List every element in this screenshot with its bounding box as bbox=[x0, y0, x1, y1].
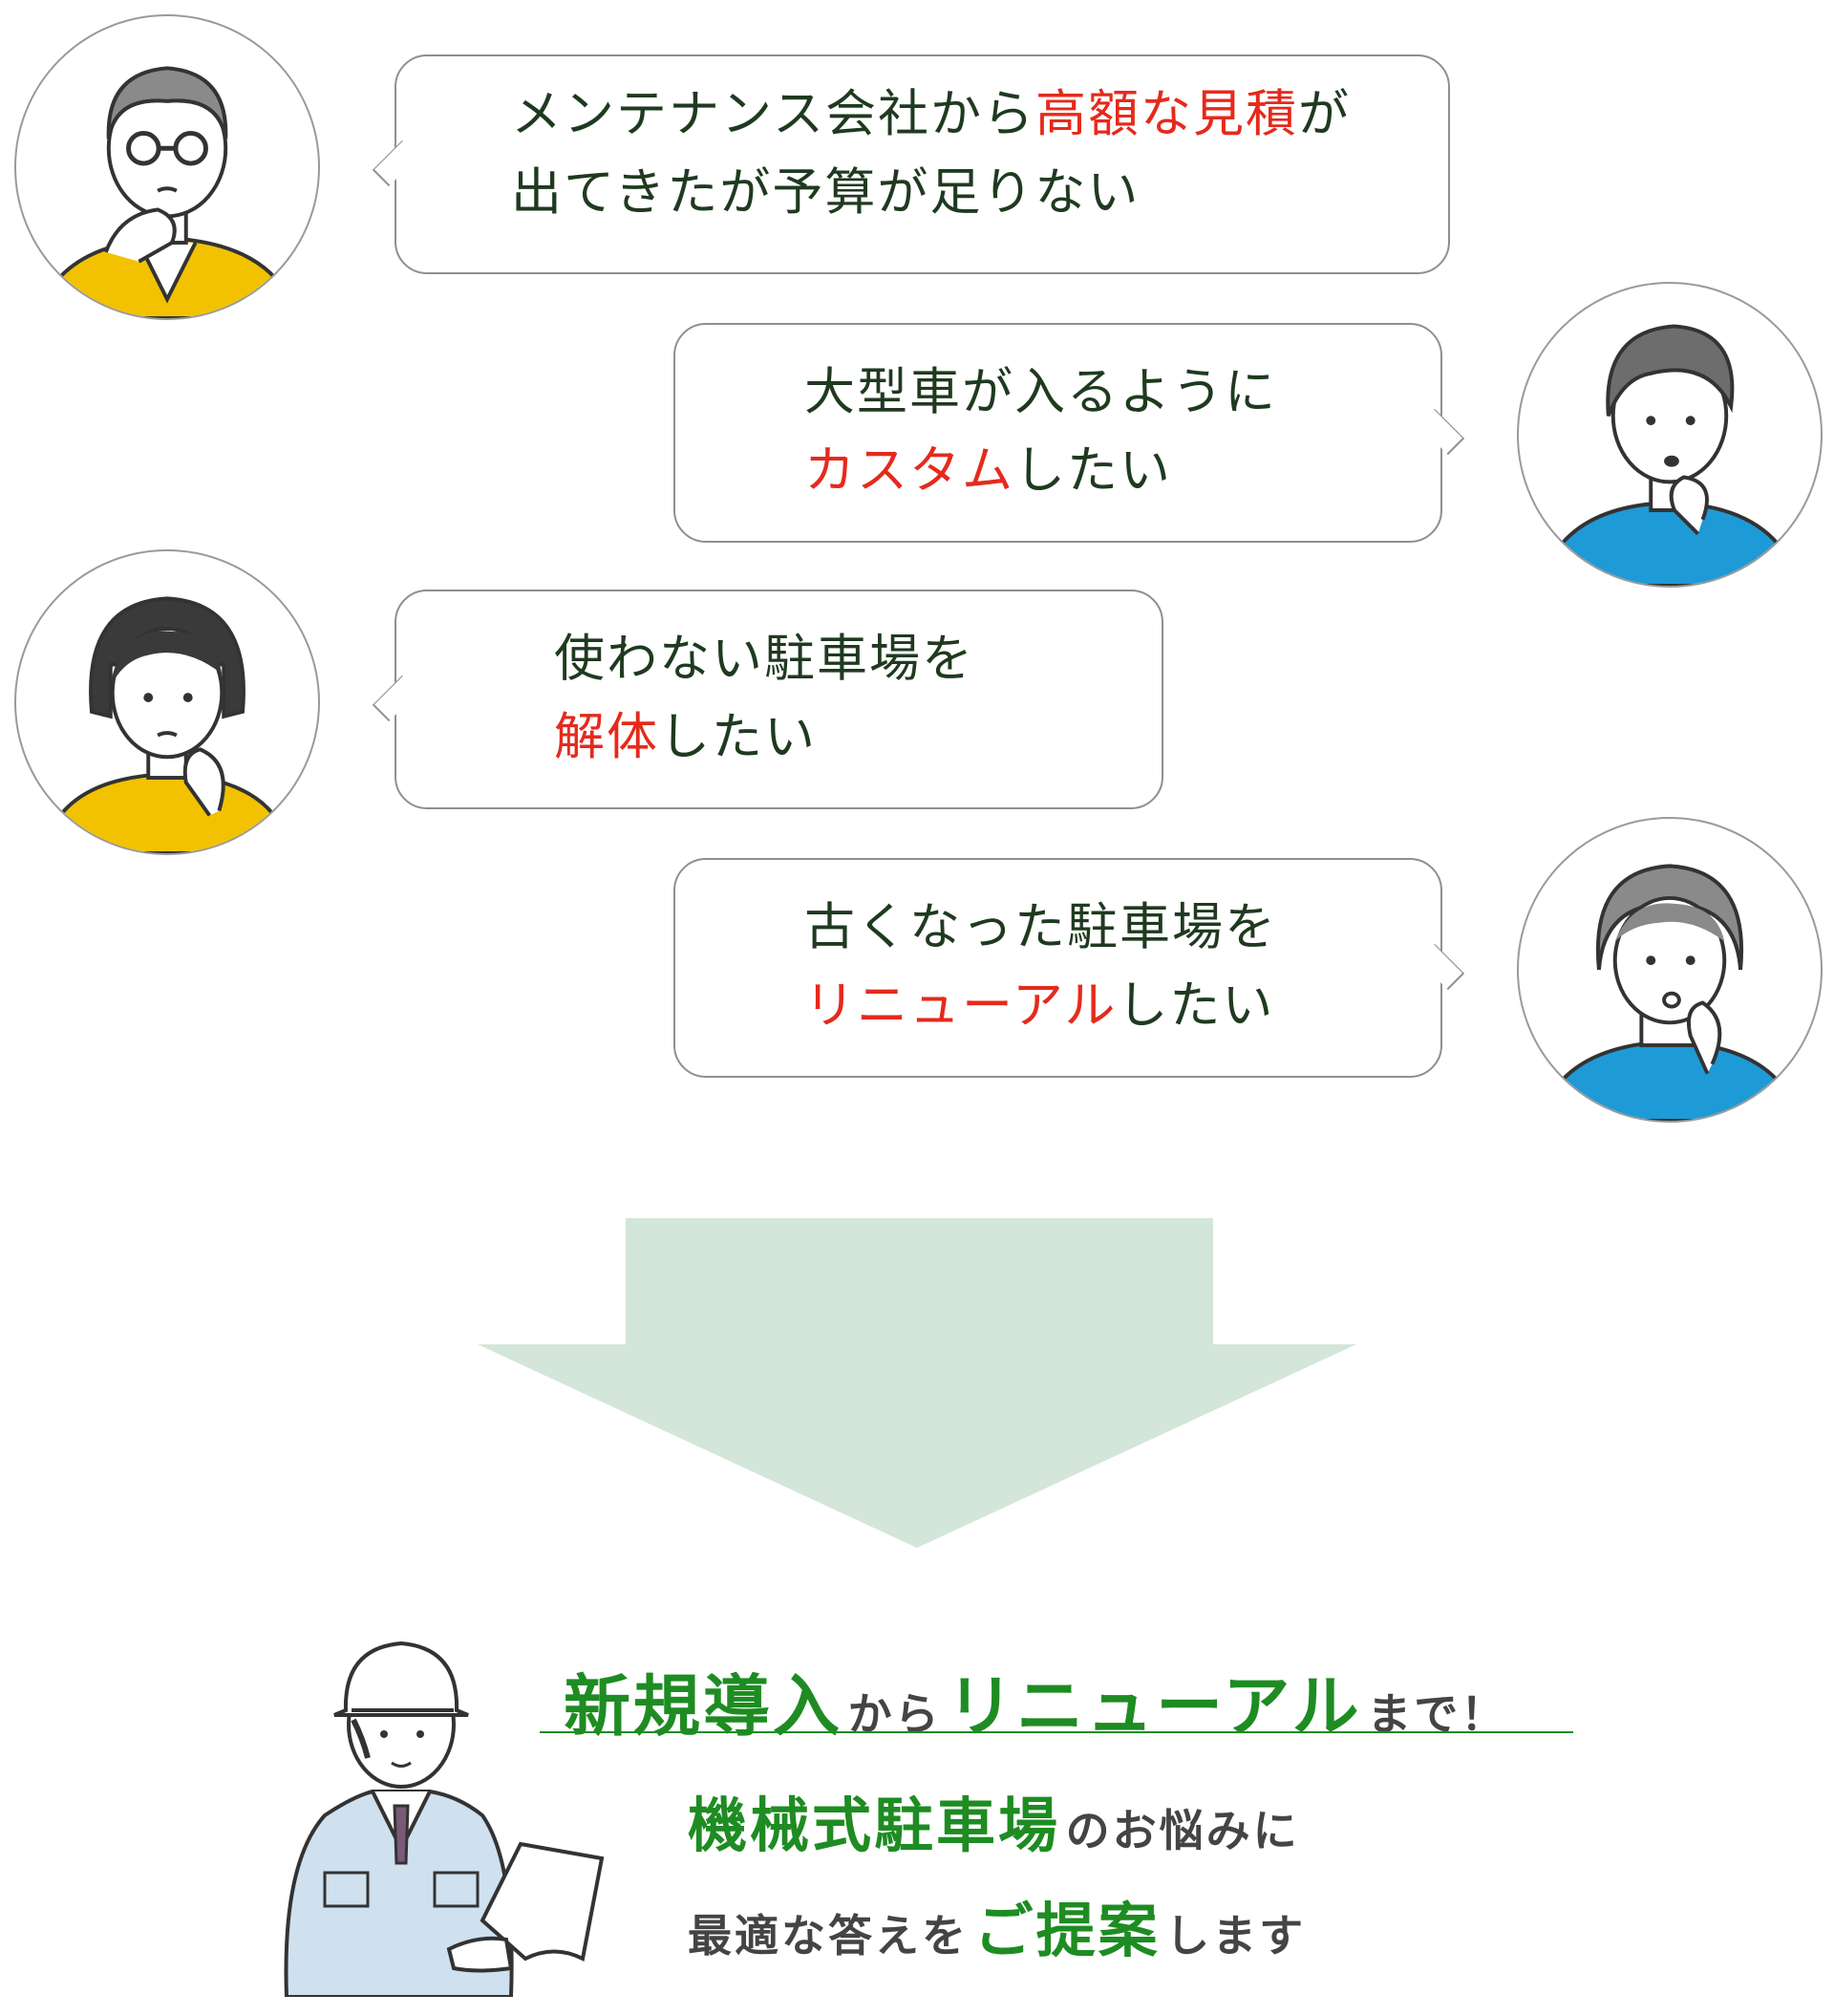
man-thinking-icon bbox=[1517, 282, 1823, 588]
down-arrow-icon bbox=[478, 1218, 1356, 1548]
man-glasses-thinking-icon bbox=[14, 14, 320, 320]
woman-thinking-icon bbox=[14, 549, 320, 855]
construction-worker-icon bbox=[284, 1641, 605, 1997]
speech-bubble-4: 古くなった駐車場を リニューアルしたい bbox=[673, 858, 1465, 1078]
speech-bubble-3: 使わない駐車場を 解体したい bbox=[372, 590, 1163, 809]
elderly-woman-thinking-icon bbox=[1517, 817, 1823, 1123]
speech-bubble-1: メンテナンス会社から高額な見積が 出てきたが予算が足りない bbox=[372, 54, 1450, 274]
headline: 新規導入 から リニューアル まで！ bbox=[564, 1667, 1508, 1746]
divider bbox=[540, 1731, 1573, 1733]
speech-bubble-2: 大型車が入るように カスタムしたい bbox=[673, 323, 1465, 543]
tagline-line-1: 機械式駐車場 のお悩みに bbox=[688, 1791, 1300, 1860]
tagline-line-2: 最適な答えを ご提案 します bbox=[688, 1896, 1307, 1965]
